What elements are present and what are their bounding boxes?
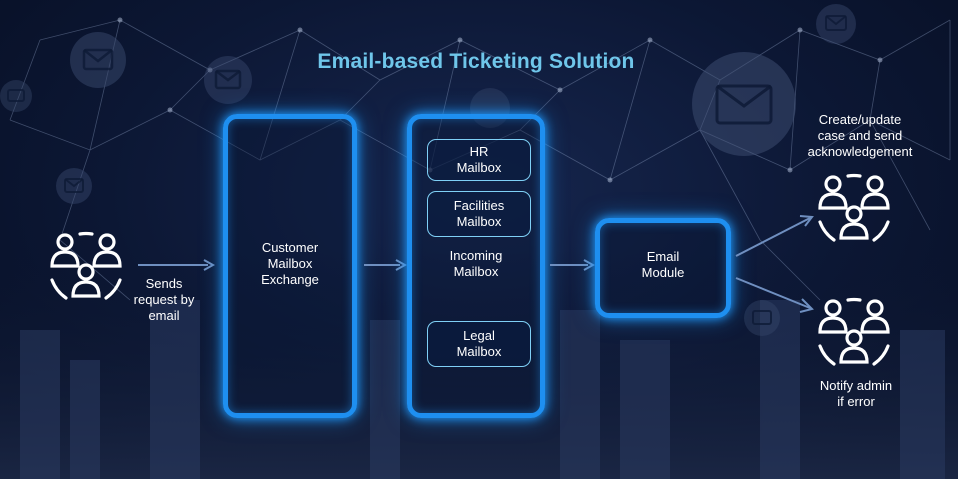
facilities-mailbox: Facilities Mailbox — [427, 191, 531, 237]
customer-mailbox-exchange-box — [223, 114, 357, 418]
incoming-mailbox-label: Incoming Mailbox — [449, 248, 503, 279]
split-arrows — [735, 215, 814, 313]
user-group-icon — [818, 297, 890, 366]
email-module-label: Email Module — [641, 249, 685, 280]
envelope-icon — [0, 80, 32, 112]
page-title: Email-based Ticketing Solution — [317, 50, 635, 73]
envelope-icon — [70, 32, 126, 88]
hr-mailbox: HR Mailbox — [427, 139, 531, 181]
create-update-label: Create/update case and send acknowledgem… — [807, 112, 913, 159]
sender-label: Sends request by email — [133, 276, 195, 323]
user-group-icon — [818, 173, 890, 242]
legal-mailbox: Legal Mailbox — [427, 321, 531, 367]
mailboxes-container: HR Mailbox Facilities Mailbox Legal Mail… — [407, 114, 545, 418]
flow-arrow — [550, 259, 596, 271]
envelope-icon — [56, 168, 92, 204]
envelope-icon — [204, 56, 252, 104]
envelope-icon — [744, 300, 780, 336]
user-group-icon — [50, 231, 122, 300]
exchange-label: Customer Mailbox Exchange — [261, 240, 319, 287]
notify-admin-label: Notify admin if error — [819, 378, 893, 409]
flow-arrow — [138, 259, 216, 271]
envelope-icon — [692, 52, 796, 156]
email-module-box — [595, 218, 731, 318]
flow-arrow — [364, 259, 408, 271]
envelope-icon — [816, 4, 856, 44]
